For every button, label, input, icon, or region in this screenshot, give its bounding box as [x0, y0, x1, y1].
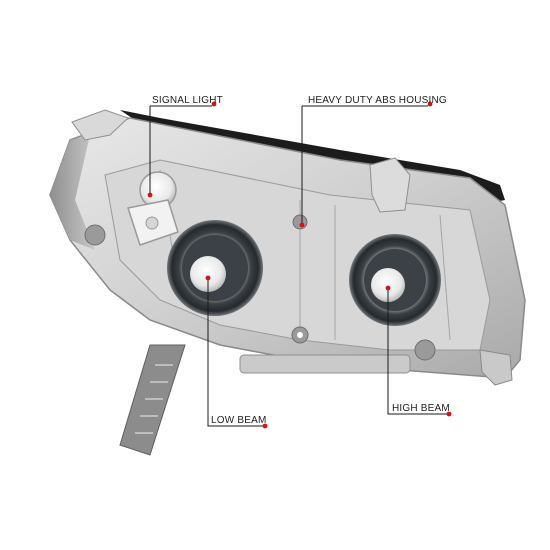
- signal-light-end-dot: [211, 101, 217, 107]
- high-beam-socket: [349, 234, 441, 326]
- callout-lines: [149, 105, 447, 427]
- abs-housing-end-dot: [427, 101, 433, 107]
- signal-light-target-dot: [147, 192, 153, 198]
- low-beam-socket: [167, 220, 263, 316]
- left-edge: [50, 135, 95, 250]
- abs-housing-target-dot: [299, 222, 305, 228]
- headlight-housing: [49, 109, 526, 456]
- right-top-bracket: [369, 157, 411, 213]
- high-beam-leader: [387, 288, 447, 415]
- leveling-arm-ribs: [135, 364, 173, 434]
- low-beam-target-dot: [205, 275, 211, 281]
- callout-dots: [147, 101, 452, 429]
- bottom-rail: [239, 354, 411, 374]
- signal-light-socket: [127, 171, 179, 246]
- top-mounting-tab: [71, 109, 129, 141]
- low-beam-end-dot: [262, 423, 268, 429]
- callout-signal-light: SIGNAL LIGHT: [152, 95, 223, 106]
- high-beam-end-dot: [446, 411, 452, 417]
- low-beam-leader: [207, 278, 263, 427]
- callout-high-beam: HIGH BEAM: [392, 403, 450, 414]
- callout-low-beam: LOW BEAM: [211, 415, 267, 426]
- callout-abs-housing: HEAVY DUTY ABS HOUSING: [308, 95, 447, 106]
- lower-right-foot: [479, 349, 513, 386]
- high-beam-target-dot: [385, 285, 391, 291]
